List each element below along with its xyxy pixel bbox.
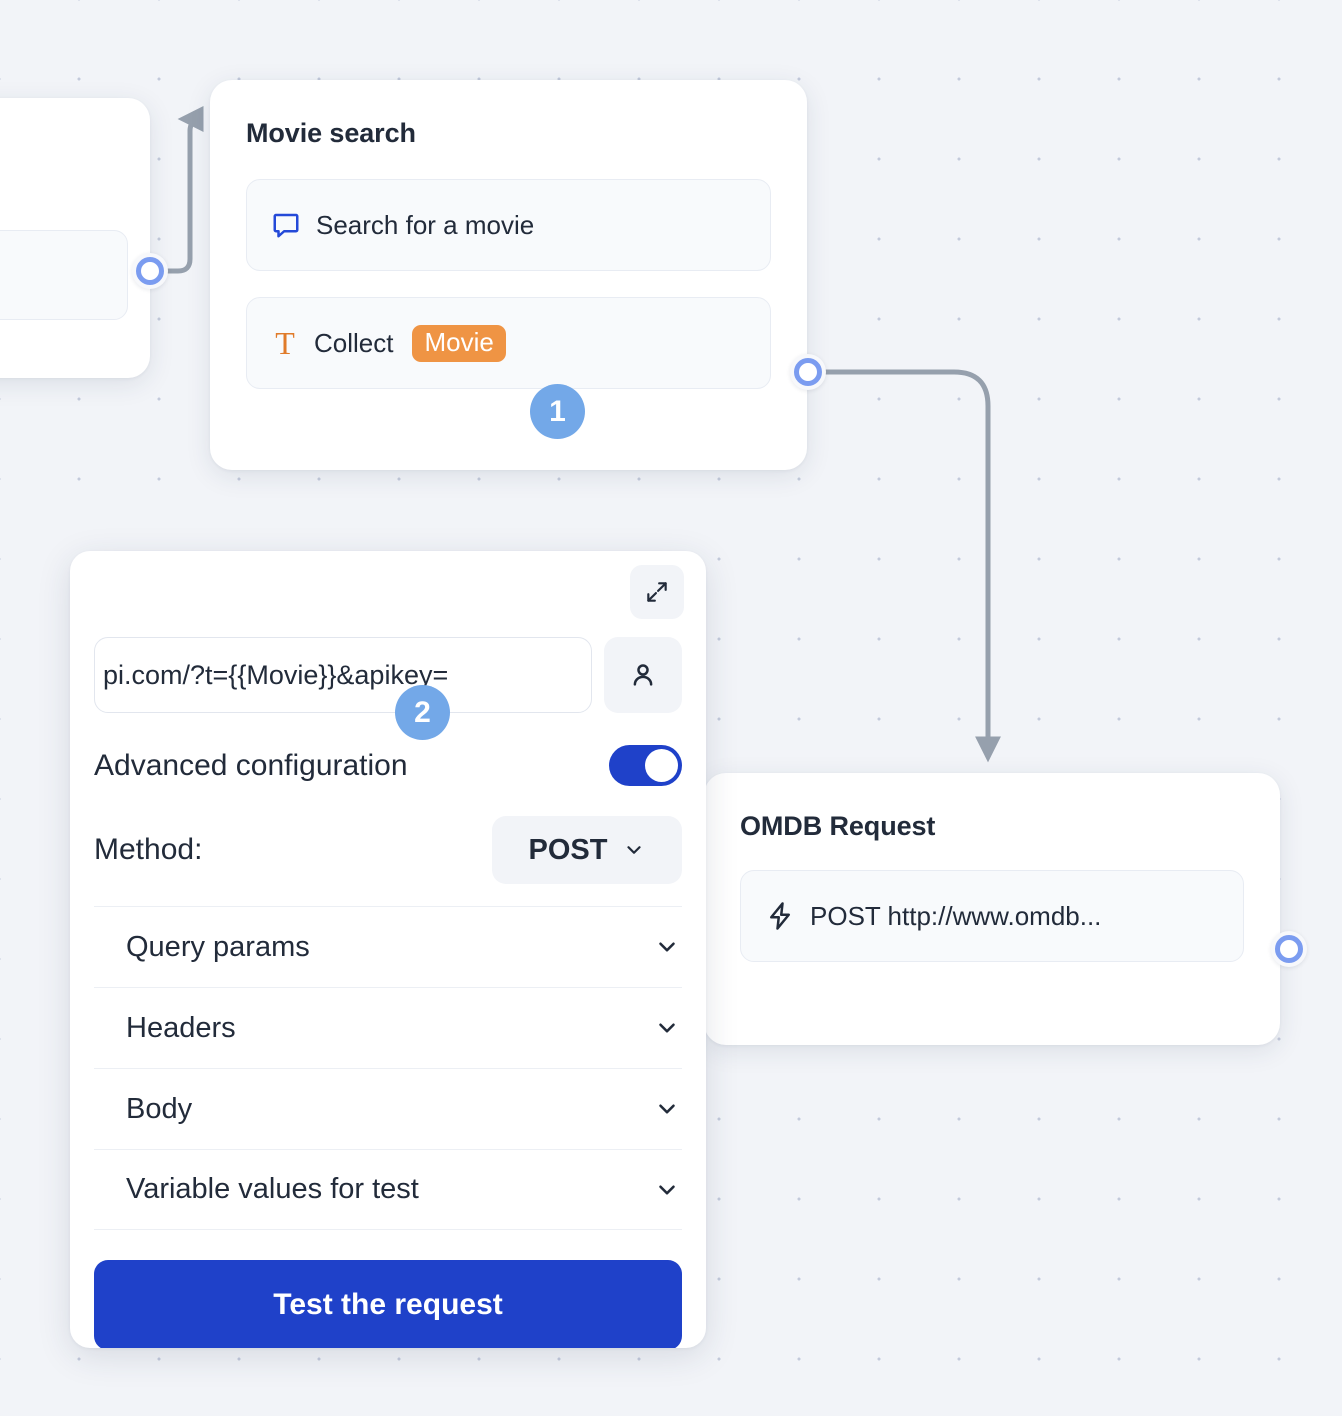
url-row: pi.com/?t={{Movie}}&apikey= [70, 619, 706, 713]
output-port-movie-search[interactable] [790, 354, 826, 390]
accordion-item-headers[interactable]: Headers [94, 987, 682, 1068]
accordion-item-query-params[interactable]: Query params [94, 906, 682, 987]
expand-panel-button[interactable] [630, 565, 684, 619]
output-port-trigger[interactable] [132, 253, 168, 289]
advanced-configuration-toggle[interactable] [609, 745, 682, 786]
chevron-down-icon[interactable] [654, 1015, 680, 1041]
request-config-panel[interactable]: pi.com/?t={{Movie}}&apikey= Advanced con… [70, 551, 706, 1348]
node-row-collect-movie[interactable]: T Collect Movie [246, 297, 771, 389]
edge-trigger-to-movie [165, 106, 204, 274]
advanced-configuration-row: Advanced configuration [70, 713, 706, 786]
lightning-bolt-icon [765, 901, 795, 931]
text-t-icon: T [275, 325, 295, 361]
person-icon [628, 660, 658, 690]
variable-tag-movie[interactable]: Movie [412, 324, 506, 362]
chevron-down-icon [623, 839, 645, 861]
request-url-input[interactable]: pi.com/?t={{Movie}}&apikey= [94, 637, 592, 713]
method-label: Method: [94, 833, 203, 866]
trigger-node-card[interactable] [0, 98, 150, 378]
accordion-label: Variable values for test [126, 1173, 419, 1205]
node-row-search-for-a-movie[interactable]: Search for a movie [246, 179, 771, 271]
accordion-item-variable-values-for-test[interactable]: Variable values for test [94, 1149, 682, 1230]
config-accordion: Query params Headers Body [70, 906, 706, 1230]
test-the-request-button[interactable]: Test the request [94, 1260, 682, 1348]
node-row-label: POST http://www.omdb... [810, 900, 1102, 931]
edge-movie-to-omdb [823, 369, 1001, 763]
node-row-label: Collect [314, 327, 394, 358]
node-row-label: Search for a movie [316, 209, 535, 240]
accordion-item-body[interactable]: Body [94, 1068, 682, 1149]
method-selected-value: POST [528, 833, 608, 866]
node-row-post-request[interactable]: POST http://www.omdb... [740, 870, 1244, 962]
chevron-down-icon[interactable] [654, 1177, 680, 1203]
trigger-node-row[interactable] [0, 230, 128, 320]
method-select[interactable]: POST [492, 816, 682, 884]
omdb-request-title: OMDB Request [740, 811, 936, 841]
chevron-down-icon[interactable] [654, 934, 680, 960]
output-port-omdb-request[interactable] [1271, 931, 1307, 967]
accordion-label: Body [126, 1092, 193, 1125]
credentials-button[interactable] [604, 637, 682, 713]
movie-search-node-card[interactable]: Movie search Search for a movie T Collec… [210, 80, 807, 470]
advanced-configuration-label: Advanced configuration [94, 748, 408, 782]
movie-search-title: Movie search [246, 118, 416, 148]
panel-toolbar [70, 551, 706, 619]
method-row: Method: POST [70, 786, 706, 884]
omdb-request-node-card[interactable]: OMDB Request POST http://www.omdb... [704, 773, 1280, 1045]
accordion-label: Query params [126, 930, 310, 963]
chevron-down-icon[interactable] [654, 1096, 680, 1122]
accordion-label: Headers [126, 1011, 236, 1044]
step-badge-2: 2 [395, 685, 450, 740]
step-badge-1: 1 [530, 384, 585, 439]
request-url-value: pi.com/?t={{Movie}}&apikey= [103, 659, 449, 690]
chat-bubble-icon [271, 210, 301, 240]
expand-diagonal-icon [644, 579, 670, 605]
